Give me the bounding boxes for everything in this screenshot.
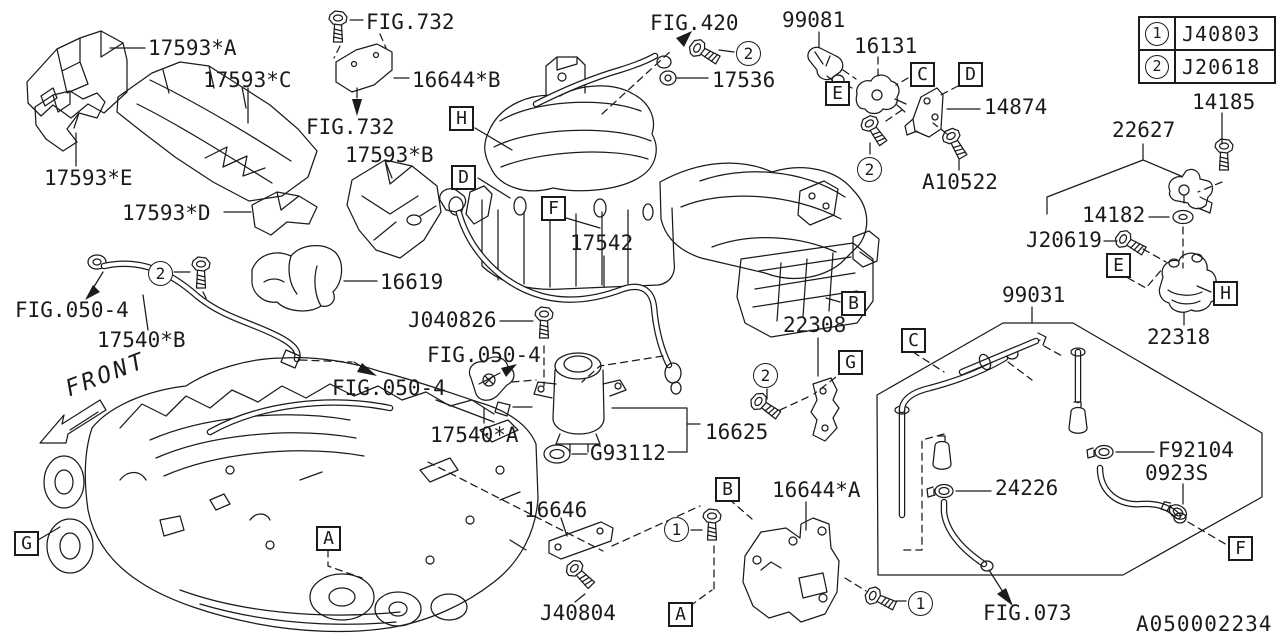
heat-shield-17593B	[346, 159, 442, 259]
hose-assembly-99031	[876, 306, 1263, 606]
boxed-ref-f: F	[1228, 536, 1253, 561]
part-number-label: 14185	[1192, 90, 1256, 114]
figure-ref-label: FIG.732	[306, 115, 395, 139]
part-number-label: 24226	[995, 476, 1059, 500]
part-number-label: 16131	[854, 34, 918, 58]
circled-ref-2: 2	[148, 261, 173, 286]
heat-shield-17593A	[26, 30, 146, 119]
part-number-label: 17593*A	[148, 36, 237, 60]
figure-ref-label: FIG.732	[366, 10, 455, 34]
circled-ref-2: 2	[753, 363, 778, 388]
part-number-label: J040826	[408, 308, 497, 332]
part-number-label: 17542	[570, 231, 634, 255]
boxed-ref-c: C	[901, 328, 926, 353]
part-number-label: 22627	[1112, 118, 1176, 142]
boxed-ref-d: D	[958, 62, 983, 87]
part-number-label: J40804	[540, 601, 616, 625]
figure-ref-label: FIG.050-4	[15, 298, 129, 322]
part-number-label: 14182	[1082, 203, 1146, 227]
pressure-regulator-cluster	[1046, 112, 1234, 326]
heat-shield-17593D	[223, 191, 318, 236]
circled-ref-1: 1	[908, 591, 933, 616]
boxed-ref-g: G	[14, 531, 39, 556]
legend-symbol-2: 2	[1140, 51, 1176, 82]
heat-shield-17593C	[116, 61, 318, 202]
part-number-label: 17540*B	[97, 328, 186, 352]
legend-code-2: J20618	[1182, 54, 1261, 79]
bracket-16644B	[328, 10, 410, 116]
front-direction-arrow	[39, 399, 107, 444]
insulator-16619	[251, 245, 378, 312]
legend-row: 2 J20618	[1140, 49, 1274, 82]
circled-number-icon: 1	[1145, 21, 1169, 46]
boxed-ref-h: H	[1213, 281, 1238, 306]
part-number-label: 22308	[783, 313, 847, 337]
part-number-label: J20619	[1026, 228, 1102, 252]
part-number-label: F92104	[1158, 438, 1234, 462]
figure-ref-label: FIG.073	[983, 601, 1072, 625]
part-number-label: A10522	[922, 170, 998, 194]
part-number-label: 16619	[380, 270, 444, 294]
fuel-pipe-17542	[448, 196, 682, 395]
legend-code-1: J40803	[1182, 21, 1261, 46]
legend-table: 1 J40803 2 J20618	[1138, 16, 1276, 84]
boxed-ref-d: D	[451, 165, 476, 190]
part-number-label: 16646	[524, 498, 588, 522]
part-number-label: 16644*B	[412, 68, 501, 92]
boxed-ref-c: C	[910, 62, 935, 87]
part-number-label: 17593*E	[44, 166, 133, 190]
boxed-ref-e: E	[1106, 253, 1131, 278]
part-number-label: 17593*C	[203, 68, 292, 92]
circled-number-icon: 2	[1145, 54, 1169, 79]
boxed-ref-f: F	[541, 196, 566, 221]
bracket-16644A	[689, 498, 907, 623]
part-number-label: G93112	[590, 441, 666, 465]
part-number-label: 99081	[782, 8, 846, 32]
part-number-label: 14874	[984, 95, 1048, 119]
fuel-pump-16625	[468, 306, 701, 464]
part-number-label: 16625	[705, 420, 769, 444]
fuel-pipe-17536	[532, 31, 735, 115]
drawing-number: A050002234	[1136, 612, 1273, 636]
part-number-label: 0923S	[1145, 461, 1209, 485]
part-number-label: 17593*B	[345, 143, 434, 167]
boxed-ref-h: H	[449, 106, 474, 131]
heat-shield-17593E	[34, 90, 106, 167]
purge-valve-cluster	[807, 31, 981, 171]
circled-ref-2: 2	[736, 41, 761, 66]
part-number-label: 22318	[1147, 325, 1211, 349]
figure-ref-label: FIG.050-4	[332, 376, 446, 400]
part-number-label: 17593*D	[122, 201, 211, 225]
circled-ref-1: 1	[664, 517, 689, 542]
bracket-16646	[427, 461, 701, 603]
figure-ref-label: FIG.050-4	[427, 343, 541, 367]
boxed-ref-a: A	[316, 526, 341, 551]
circled-ref-2: 2	[857, 157, 882, 182]
part-number-label: 17536	[712, 68, 776, 92]
legend-symbol-1: 1	[1140, 18, 1176, 49]
intake-manifold	[406, 56, 880, 338]
engine-block	[37, 357, 539, 633]
boxed-ref-g: G	[838, 350, 863, 375]
boxed-ref-b: B	[715, 477, 740, 502]
part-number-label: 99031	[1002, 283, 1066, 307]
boxed-ref-a: A	[668, 602, 693, 627]
legend-row: 1 J40803	[1140, 18, 1274, 49]
boxed-ref-b: B	[841, 291, 866, 316]
part-number-label: 16644*A	[772, 478, 861, 502]
part-number-label: 17540*A	[430, 423, 519, 447]
figure-ref-label: FIG.420	[650, 11, 739, 35]
boxed-ref-e: E	[825, 81, 850, 106]
